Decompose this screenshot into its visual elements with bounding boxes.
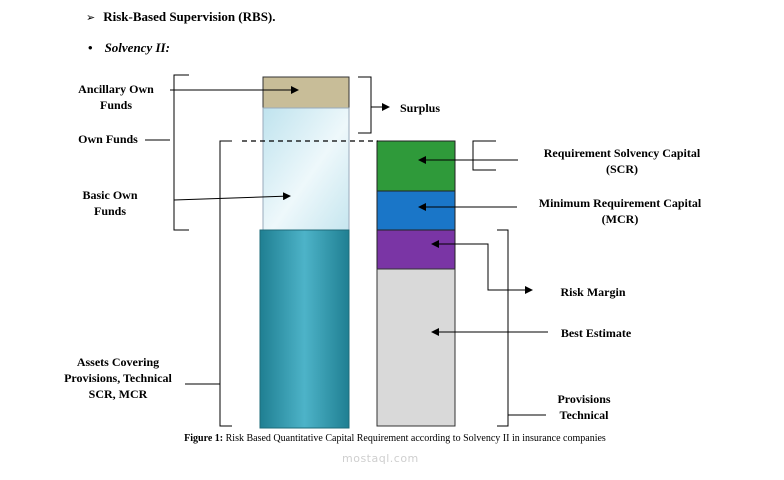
surplus-bracket: [358, 76, 372, 134]
label-mcr: Minimum Requirement Capital (MCR): [538, 196, 702, 226]
figure-caption: Figure 1: Risk Based Quantitative Capita…: [150, 433, 640, 445]
label-own-funds: Own Funds: [78, 132, 138, 146]
watermark: mostaql.com: [342, 452, 419, 465]
risk-margin-arrow: [434, 243, 533, 294]
label-scr: Requirement Solvency Capital (SCR): [543, 146, 701, 176]
label-provisions-technical: Provisions Technical: [557, 392, 611, 422]
bullet-rbs: ➢Risk-Based Supervision (RBS).: [86, 9, 276, 24]
label-assets-covering: Assets Covering Provisions, Technical SC…: [64, 355, 172, 401]
label-best-estimate: Best Estimate: [560, 326, 632, 340]
label-risk-margin: Risk Margin: [560, 285, 626, 299]
arrow-bullet-icon: ➢: [86, 11, 96, 24]
own-funds-bracket: [173, 74, 189, 231]
caption-prefix: Figure 1:: [184, 433, 224, 444]
bullet-solvency: •Solvency II:: [88, 40, 170, 55]
best-estimate-block: [376, 268, 456, 427]
scr-bracket: [472, 140, 496, 171]
dot-bullet-icon: •: [88, 40, 93, 55]
label-surplus: Surplus: [400, 101, 441, 115]
scr-block: [376, 140, 456, 192]
label-basic-own-funds: Basic Own Funds: [82, 188, 138, 218]
risk-margin-block: [376, 229, 456, 270]
basic-own-funds-arrow: [173, 192, 291, 201]
ancillary-own-funds-block: [262, 76, 350, 109]
provisions-bracket: [497, 229, 509, 427]
label-ancillary-own-funds: Ancillary Own Funds: [78, 82, 154, 112]
assets-covering-block: [259, 229, 350, 429]
caption-text: Risk Based Quantitative Capital Requirem…: [225, 433, 606, 444]
assets-bracket: [219, 140, 232, 427]
mcr-block: [376, 190, 456, 231]
basic-own-funds-block: [262, 107, 350, 231]
